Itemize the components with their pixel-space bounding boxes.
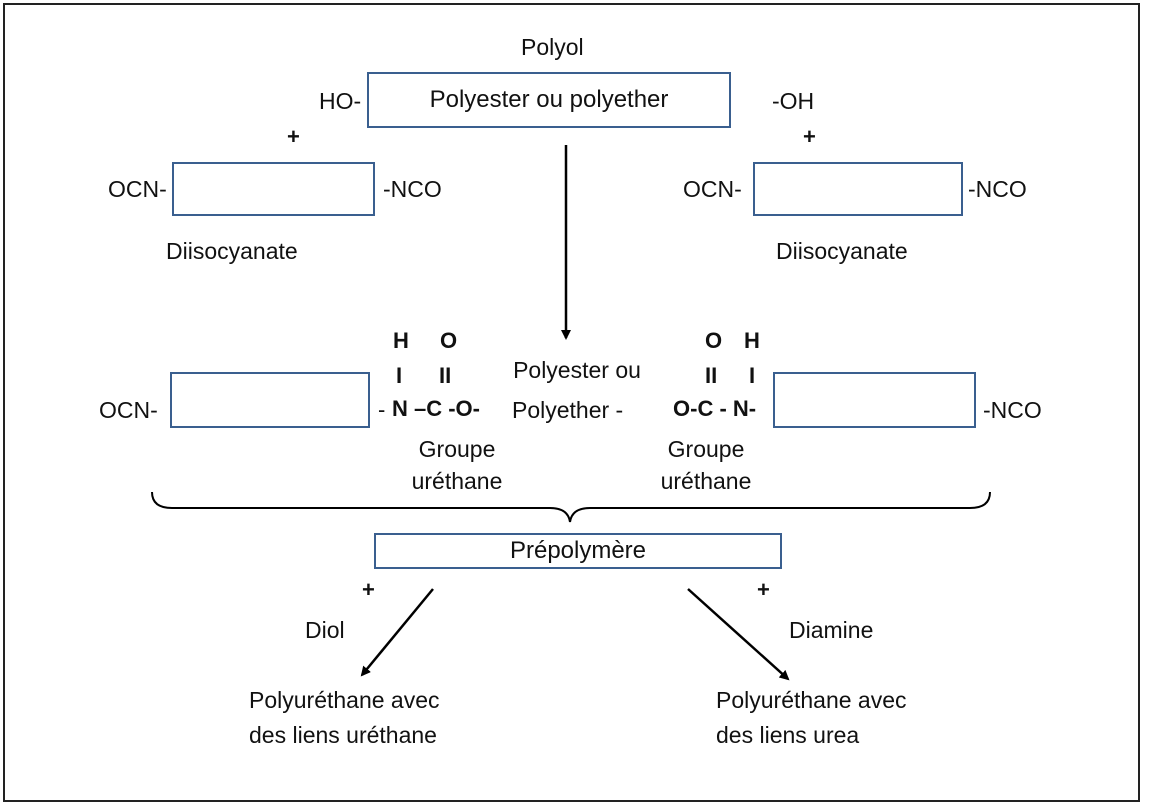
left-urethane-chain: N –C -O- (392, 396, 480, 421)
chain-left-box (170, 372, 370, 428)
diisocyanate-left-box (172, 162, 375, 216)
diisocyanate-left-label: Diisocyanate (166, 238, 298, 264)
right-urethane-h: H (744, 328, 760, 353)
chain-center-line2: Polyether - (512, 397, 624, 423)
chain-center-line1: Polyester ou (513, 357, 641, 383)
right-group-label-line2: uréthane (660, 468, 752, 494)
left-result-line2: des liens uréthane (249, 722, 437, 748)
right-urethane-single-bond: I (749, 363, 756, 388)
plus-left-top: + (287, 124, 300, 149)
left-result-line1: Polyuréthane avec (249, 687, 440, 713)
diagram-frame (3, 3, 1140, 802)
diamine-label: Diamine (789, 617, 874, 643)
diisocyanate-right-nco: -NCO (968, 176, 1027, 202)
prepolymer-label: Prépolymère (509, 537, 647, 564)
left-group-label-line1: Groupe (418, 436, 496, 462)
right-urethane-chain: O-C - N- (673, 396, 757, 421)
chain-right-nco: -NCO (983, 397, 1042, 423)
chain-right-box (773, 372, 976, 428)
left-urethane-o: O (440, 328, 458, 353)
plus-left-bottom: + (362, 577, 375, 602)
polyol-title: Polyol (521, 34, 584, 60)
polyol-oh-group: -OH (772, 88, 815, 114)
plus-right-bottom: + (757, 577, 770, 602)
diisocyanate-right-ocn: OCN- (683, 176, 742, 202)
left-urethane-double-bond: II (439, 363, 452, 388)
left-urethane-single-bond: I (396, 363, 403, 388)
plus-right-top: + (803, 124, 816, 149)
diol-label: Diol (305, 617, 345, 643)
right-result-line2: des liens urea (716, 722, 860, 748)
left-group-label-line2: uréthane (411, 468, 503, 494)
polyol-ho-group: HO- (319, 88, 362, 114)
diisocyanate-left-nco: -NCO (383, 176, 442, 202)
right-urethane-o: O (705, 328, 723, 353)
polyol-box-label: Polyester ou polyether (429, 86, 669, 113)
diisocyanate-left-ocn: OCN- (108, 176, 167, 202)
diisocyanate-right-label: Diisocyanate (776, 238, 908, 264)
polyol-box: Polyester ou polyether (367, 72, 731, 128)
right-urethane-double-bond: II (705, 363, 718, 388)
left-urethane-h: H (393, 328, 409, 353)
right-result-line1: Polyuréthane avec (716, 687, 907, 713)
diisocyanate-right-box (753, 162, 963, 216)
chain-left-ocn: OCN- (99, 397, 158, 423)
right-group-label-line1: Groupe (667, 436, 745, 462)
prepolymer-box: Prépolymère (374, 533, 782, 569)
left-urethane-bond-dash: - (378, 397, 386, 422)
